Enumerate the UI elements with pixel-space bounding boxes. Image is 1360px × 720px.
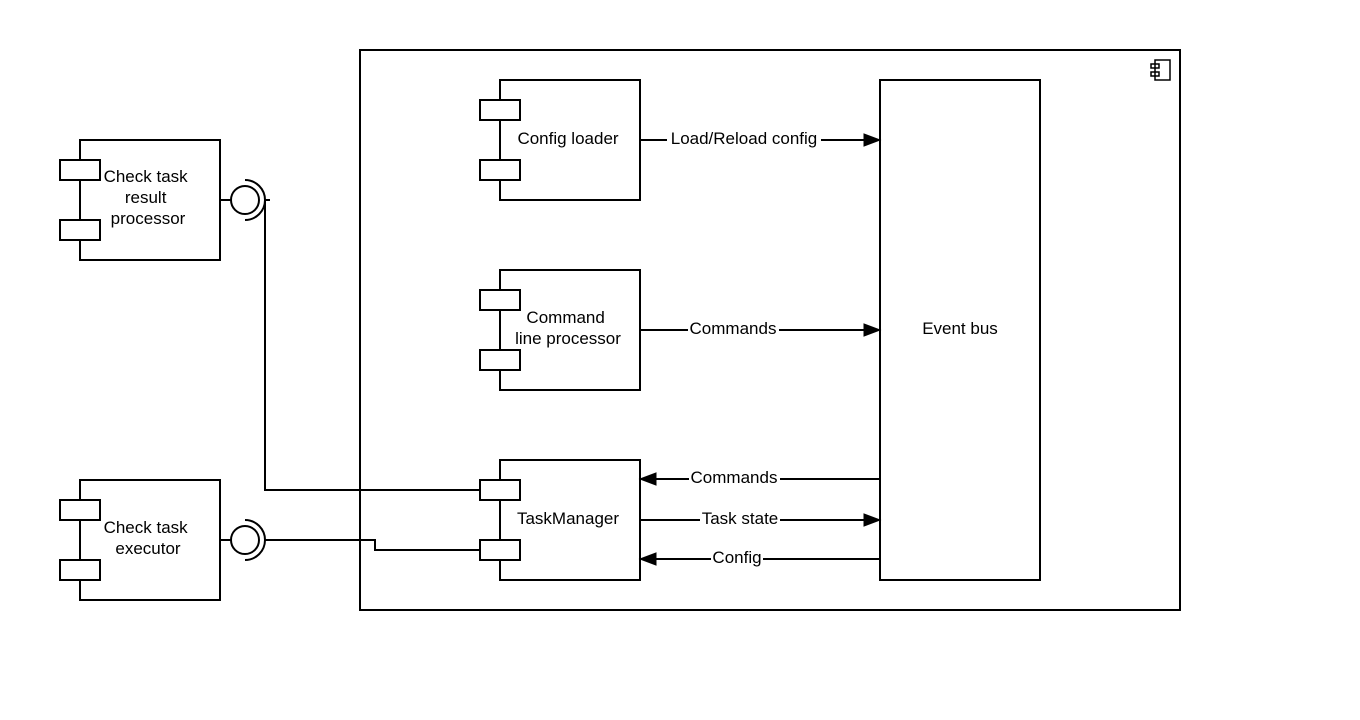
commands-to-task-manager-label: Commands bbox=[691, 468, 778, 487]
uml-component-icon bbox=[1150, 59, 1171, 81]
component-port-icon bbox=[59, 219, 101, 241]
check-task-result-processor-label-line-1: Check task bbox=[104, 167, 189, 186]
commands-to-bus-label: Commands bbox=[690, 319, 777, 338]
config-label: Config bbox=[712, 548, 761, 567]
check-task-executor-component: Check task executor bbox=[59, 479, 221, 601]
command-line-processor-component: Command line processor bbox=[479, 269, 641, 391]
check-task-executor-label-line-1: Check task bbox=[104, 518, 189, 537]
config-loader-label: Config loader bbox=[517, 129, 618, 148]
component-port-icon bbox=[479, 349, 521, 371]
check-task-executor-label: Check task executor bbox=[104, 518, 193, 558]
check-task-result-processor-label-line-2: result bbox=[125, 188, 167, 207]
check-task-result-processor-component: Check task result processor bbox=[59, 139, 221, 261]
component-port-icon bbox=[479, 99, 521, 121]
load-reload-config-arrow: Load/Reload config bbox=[640, 128, 882, 150]
check-task-result-processor-label-line-3: processor bbox=[111, 209, 186, 228]
component-port-icon bbox=[479, 539, 521, 561]
executor-interface-icon bbox=[220, 519, 266, 561]
config-loader-component: Config loader bbox=[479, 79, 641, 201]
task-manager-component: TaskManager bbox=[479, 459, 641, 581]
executor-to-task-manager-connector bbox=[265, 539, 480, 551]
commands-to-bus-arrow: Commands bbox=[640, 318, 882, 340]
check-task-result-processor-label: Check task result processor bbox=[104, 167, 193, 228]
command-line-processor-label-line-2: line processor bbox=[515, 329, 621, 348]
system-container bbox=[359, 49, 1181, 611]
task-state-label: Task state bbox=[702, 509, 779, 528]
component-port-icon bbox=[59, 499, 101, 521]
component-port-icon bbox=[59, 559, 101, 581]
command-line-processor-label-line-1: Command bbox=[526, 308, 604, 327]
command-line-processor-label: Command line processor bbox=[515, 308, 621, 348]
result-processor-to-task-manager-connector bbox=[264, 200, 480, 491]
event-bus-label: Event bus bbox=[922, 319, 998, 338]
check-task-executor-label-line-2: executor bbox=[115, 539, 181, 558]
component-port-icon bbox=[479, 159, 521, 181]
task-state-arrow: Task state bbox=[640, 508, 882, 530]
result-processor-interface-icon bbox=[220, 179, 270, 221]
task-manager-label: TaskManager bbox=[517, 509, 619, 528]
component-port-icon bbox=[479, 289, 521, 311]
event-bus-component: Event bus bbox=[879, 79, 1041, 581]
config-arrow: Config bbox=[638, 547, 880, 569]
component-port-icon bbox=[59, 159, 101, 181]
component-port-icon bbox=[479, 479, 521, 501]
load-reload-config-label: Load/Reload config bbox=[671, 129, 818, 148]
commands-to-task-manager-arrow: Commands bbox=[638, 467, 880, 489]
